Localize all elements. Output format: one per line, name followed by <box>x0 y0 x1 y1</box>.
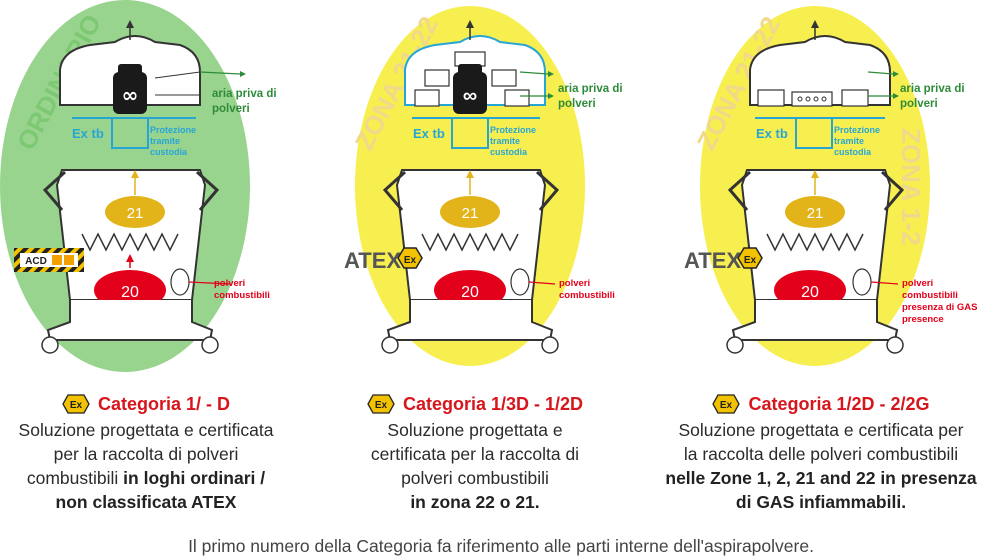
air-label-1: aria priva di <box>212 88 277 100</box>
footer-note: Il primo numero della Categoria fa rifer… <box>188 536 814 556</box>
caption-1-line-3: combustibili in loghi ordinari / <box>0 466 292 490</box>
protection-label-2-3: custodia <box>490 147 528 157</box>
number-20: 20 <box>121 284 139 301</box>
dust-label-2: combustibili <box>214 290 270 301</box>
caption-2-title: Categoria 1/3D - 1/2D <box>402 394 584 414</box>
ex-hex-label-3: Ex <box>744 255 757 266</box>
caption-3-line-2: la raccolta delle polveri combustibili <box>683 444 959 464</box>
caption-1-title: Categoria 1/ - D <box>97 394 231 414</box>
dust-label-3-4: presence <box>902 314 944 325</box>
dust-label-3-2: combustibili <box>902 290 958 301</box>
protection-label-2-2: tramite <box>490 136 520 146</box>
air-label-2-2: polveri <box>558 98 596 110</box>
dust-label-3-1: polveri <box>902 278 933 289</box>
number-20-2: 20 <box>461 284 479 301</box>
atex-logo-2: ATEX <box>344 248 401 273</box>
protection-label-3-1: Protezione <box>834 125 880 135</box>
caption-1-line-3-plain: combustibili <box>26 468 124 488</box>
caption-3-line-3: nelle Zone 1, 2, 21 and 22 in presenza <box>640 466 1002 490</box>
ex-icon-1: Ex <box>62 394 90 414</box>
number-21: 21 <box>127 205 144 222</box>
dust-label-2-1: polveri <box>559 278 590 289</box>
ex-hex-icon-2 <box>397 247 423 269</box>
caption-3-title: Categoria 1/2D - 2/2G <box>748 394 930 414</box>
ex-hex-icon-3 <box>737 247 763 269</box>
caption-2-line-4-bold: in zona 22 o 21. <box>410 492 540 512</box>
caption-1-line-4: non classificata ATEX <box>0 490 292 514</box>
ex-icon-2-label: Ex <box>375 400 388 411</box>
caption-1-header: Ex Categoria 1/ - D <box>0 392 292 416</box>
protection-label-3: custodia <box>150 147 188 157</box>
caption-1: Ex Categoria 1/ - D Soluzione progettata… <box>0 392 292 514</box>
air-label-2-1: aria priva di <box>558 83 623 95</box>
ex-hex-label-2: Ex <box>404 255 417 266</box>
caption-2-line-1: Soluzione progettata e <box>387 420 563 440</box>
caption-3-line-3-bold: nelle Zone 1, 2, 21 and 22 in presenza <box>665 468 977 488</box>
air-label-2: polveri <box>212 103 250 115</box>
panel-zona-21-22: ZONA 21-22 ∞ aria priva di polveri Ex tb… <box>344 6 623 366</box>
dust-label-1: polveri <box>214 278 245 289</box>
caption-1-line-1: Soluzione progettata e certificata <box>18 420 274 440</box>
motor-block-2 <box>453 72 487 114</box>
atex-logo-3: ATEX <box>684 248 741 273</box>
caption-1-line-4-bold: non classificata ATEX <box>55 492 237 512</box>
caption-2-line-2: certificata per la raccolta di <box>370 444 580 464</box>
zone-label-3-right: ZONA 1-2 <box>896 128 926 246</box>
infinity-icon-2: ∞ <box>463 85 477 107</box>
caption-1-line-2: per la raccolta di polveri <box>53 444 239 464</box>
caption-2-line-4: in zona 22 o 21. <box>330 490 620 514</box>
protection-box <box>111 117 149 149</box>
ex-icon-3-label: Ex <box>720 400 733 411</box>
panel-zona-gas: ZONA 21-22 ZONA 1-2 aria priva di polver… <box>684 6 978 366</box>
air-label-3-1: aria priva di <box>900 83 965 95</box>
caption-1-line-3-bold: in loghi ordinari / <box>123 468 266 488</box>
ex-icon-3: Ex <box>712 394 741 414</box>
number-21-3: 21 <box>807 205 824 222</box>
dust-label-3-3: presenza di GAS <box>902 302 978 313</box>
ex-icon-1-label: Ex <box>70 400 83 411</box>
caption-3-header: Ex Categoria 1/2D - 2/2G <box>640 392 1002 416</box>
caption-3: Ex Categoria 1/2D - 2/2G Soluzione proge… <box>640 392 1002 514</box>
air-label-3-2: polveri <box>900 98 938 110</box>
protection-label-1: Protezione <box>150 125 196 135</box>
protection-label-3-3: custodia <box>834 147 872 157</box>
number-21-2: 21 <box>462 205 479 222</box>
protection-label-2: tramite <box>150 136 180 146</box>
caption-2-header: Ex Categoria 1/3D - 1/2D <box>330 392 620 416</box>
ex-tb-label-3: Ex tb <box>756 126 788 141</box>
panel-ordinario: ORDINARIO ∞ aria priva di polveri Ex tb … <box>0 0 277 372</box>
caption-3-line-4-bold: di GAS infiammabili. <box>735 492 907 512</box>
caption-2-line-3: polveri combustibili <box>401 468 549 488</box>
diagram-canvas: ORDINARIO ∞ aria priva di polveri Ex tb … <box>0 0 978 372</box>
caption-3-line-1: Soluzione progettata e certificata per <box>678 420 964 440</box>
acd-badge-label: ACD <box>25 256 47 267</box>
number-20-3: 20 <box>801 284 819 301</box>
motor-block <box>113 72 147 114</box>
protection-label-2-1: Protezione <box>490 125 536 135</box>
caption-2: Ex Categoria 1/3D - 1/2D Soluzione proge… <box>330 392 620 514</box>
protection-label-3-2: tramite <box>834 136 864 146</box>
ex-icon-2: Ex <box>367 394 395 414</box>
ex-tb-label-2: Ex tb <box>413 126 445 141</box>
dust-label-2-2: combustibili <box>559 290 615 301</box>
infinity-icon: ∞ <box>122 83 139 107</box>
caption-3-line-4: di GAS infiammabili. <box>640 490 1002 514</box>
motor-head-3 <box>749 35 891 106</box>
ex-tb-label: Ex tb <box>72 126 104 141</box>
